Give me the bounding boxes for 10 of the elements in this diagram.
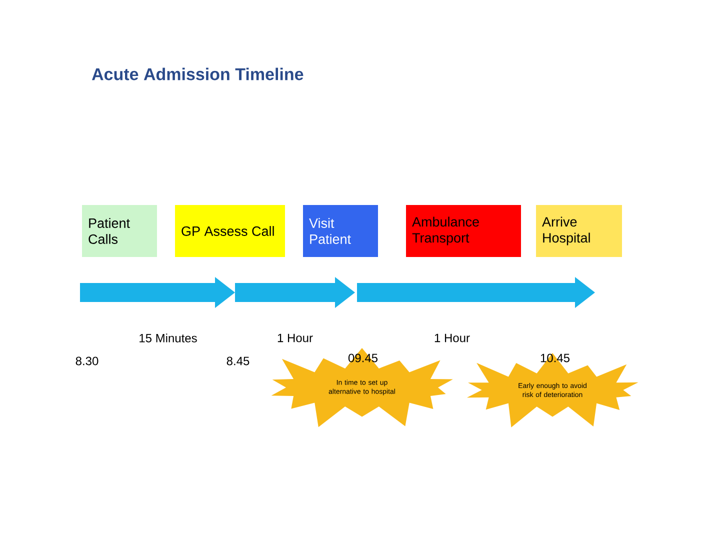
duration-label: 15 Minutes [140,334,197,342]
time-label: 8.45 [226,356,250,366]
duration-label: 1 Hour [434,334,470,342]
step-box: GP Assess Call [175,205,285,257]
step-box: Ambulance Transport [406,205,521,257]
time-label: 8.30 [76,356,98,366]
step-box: Arrive Hospital [536,205,622,257]
step-box: Patient Calls [82,205,157,257]
step-box: Visit Patient [303,205,378,257]
title: Acute Admission Timeline [92,68,304,80]
